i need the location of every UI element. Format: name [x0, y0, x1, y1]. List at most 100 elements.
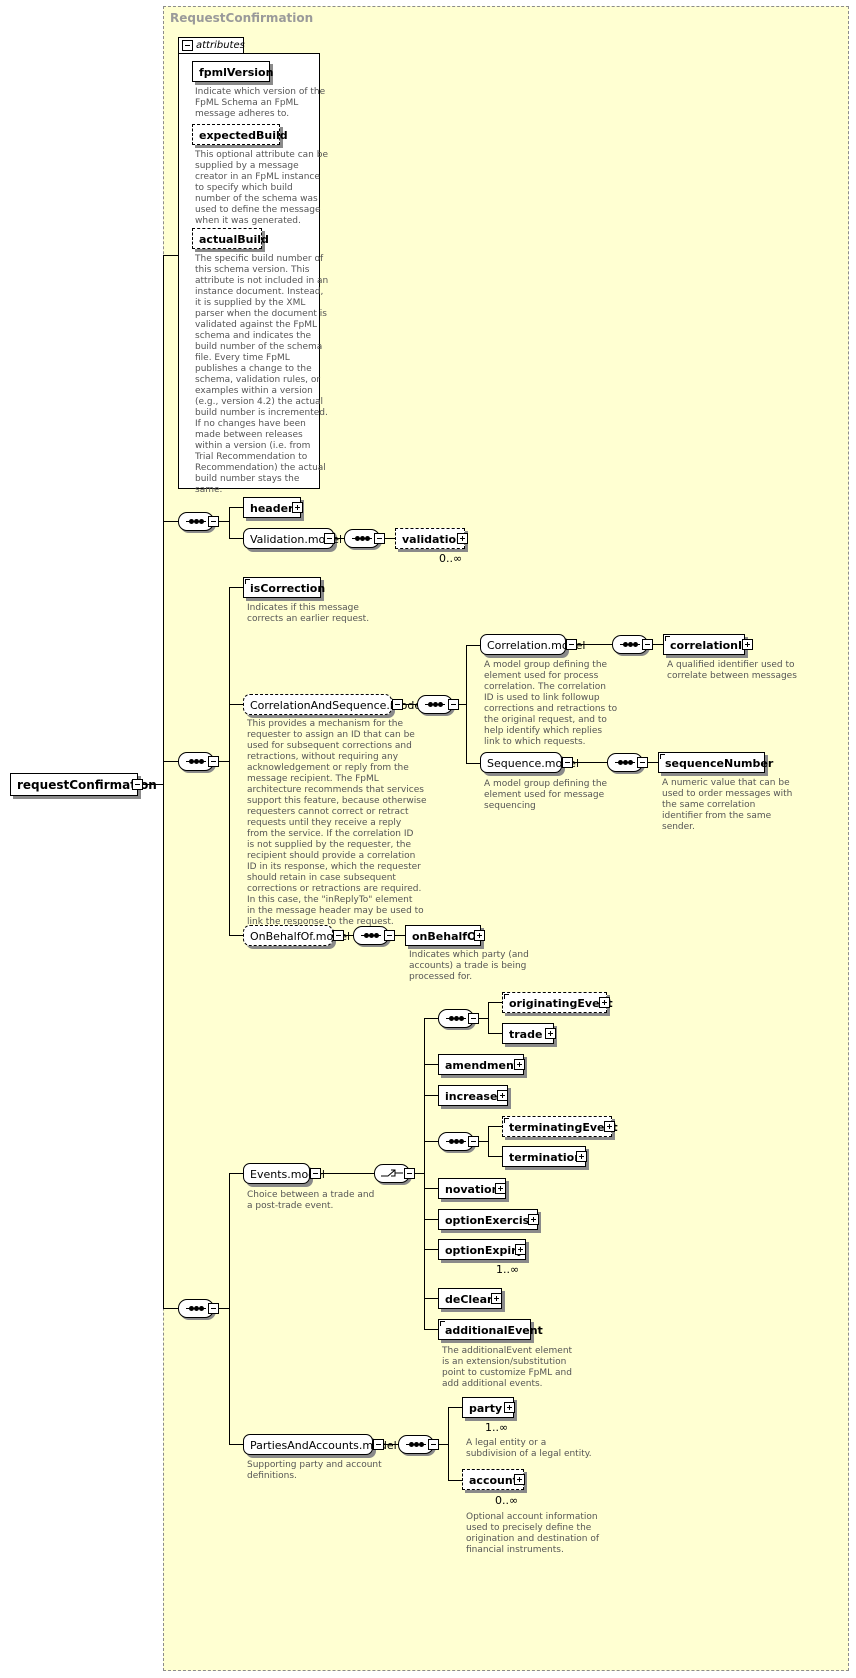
expand-toggle-icon[interactable] [504, 1402, 515, 1413]
element-increase[interactable]: increase [438, 1085, 508, 1106]
collapse-toggle-icon[interactable] [208, 516, 219, 527]
collapse-toggle-icon[interactable] [566, 639, 577, 650]
collapse-toggle-icon[interactable] [208, 1303, 219, 1314]
connector [384, 1444, 398, 1445]
collapse-toggle-icon[interactable] [373, 1439, 384, 1450]
multiplicity: 1..∞ [485, 1421, 509, 1434]
element-termination[interactable]: termination [502, 1146, 586, 1167]
expand-toggle-icon[interactable] [497, 1090, 508, 1101]
multiplicity: 0..∞ [495, 1494, 519, 1507]
element-label: onBehalfOf [412, 930, 482, 943]
collapse-toggle-icon[interactable] [132, 779, 143, 790]
connector [415, 1173, 424, 1174]
group-correlation-model[interactable]: Correlation.model [480, 634, 585, 655]
element-label: optionExercise [445, 1214, 537, 1227]
expand-toggle-icon[interactable] [599, 997, 610, 1008]
collapse-toggle-icon[interactable] [374, 533, 385, 544]
group-sequence-model[interactable]: Sequence.model [480, 752, 579, 773]
group-correlation-and-sequence-model[interactable]: CorrelationAndSequence.model [243, 694, 424, 715]
expand-toggle-icon[interactable] [545, 1028, 556, 1039]
expand-toggle-icon[interactable] [491, 1293, 502, 1304]
connector [403, 704, 417, 705]
element-amendment[interactable]: amendment [438, 1054, 524, 1075]
expand-toggle-icon[interactable] [576, 1151, 587, 1162]
expand-toggle-icon[interactable] [474, 930, 485, 941]
element-label: validation [402, 533, 464, 546]
expand-toggle-icon[interactable] [292, 502, 303, 513]
connector [229, 587, 243, 588]
element-optionExercise[interactable]: optionExercise [438, 1209, 538, 1230]
attributes-tab[interactable]: attributes [178, 37, 245, 53]
connector [424, 1329, 438, 1330]
element-doc: Indicates which party (and accounts) a t… [409, 950, 529, 982]
element-isCorrection[interactable]: isCorrection [243, 577, 325, 598]
element-novation[interactable]: novation [438, 1178, 506, 1199]
attribute-actualBuild[interactable]: actualBuild [192, 228, 269, 249]
attribute-label: actualBuild [199, 233, 269, 246]
collapse-toggle-icon[interactable] [562, 757, 573, 768]
connector [424, 1018, 438, 1019]
collapse-toggle-icon[interactable] [310, 1168, 321, 1179]
attributes-label: attributes [196, 40, 245, 51]
element-label: terminatingEvent [509, 1121, 618, 1134]
collapse-toggle-icon[interactable] [182, 40, 193, 51]
collapse-toggle-icon[interactable] [384, 930, 395, 941]
group-parties-and-accounts-model[interactable]: PartiesAndAccounts.model [243, 1434, 397, 1455]
connector [229, 1173, 243, 1174]
attribute-fpmlVersion[interactable]: fpmlVersion [192, 61, 273, 82]
element-sequenceNumber[interactable]: sequenceNumber [658, 752, 773, 773]
annotation-icon [245, 579, 250, 584]
connector [229, 1444, 243, 1445]
group-doc: Choice between a trade and a post-trade … [247, 1190, 375, 1211]
group-doc: This provides a mechanism for the reques… [247, 719, 427, 927]
connector [229, 507, 243, 508]
collapse-toggle-icon[interactable] [448, 699, 459, 710]
collapse-toggle-icon[interactable] [324, 533, 335, 544]
expand-toggle-icon[interactable] [514, 1059, 525, 1070]
collapse-toggle-icon[interactable] [468, 1013, 479, 1024]
collapse-toggle-icon[interactable] [637, 757, 648, 768]
connector [424, 1219, 438, 1220]
element-label: deClear [445, 1293, 493, 1306]
element-label: increase [445, 1090, 498, 1103]
element-trade[interactable]: trade [502, 1023, 554, 1044]
element-label: party [469, 1402, 503, 1415]
expand-toggle-icon[interactable] [604, 1121, 615, 1132]
root-element[interactable]: requestConfirmation [10, 773, 157, 796]
collapse-toggle-icon[interactable] [333, 930, 344, 941]
element-additionalEvent[interactable]: additionalEvent [438, 1319, 543, 1340]
expand-toggle-icon[interactable] [495, 1183, 506, 1194]
expand-toggle-icon[interactable] [514, 1474, 525, 1485]
element-onBehalfOf[interactable]: onBehalfOf [405, 925, 481, 946]
connector [488, 1141, 489, 1156]
expand-toggle-icon[interactable] [528, 1214, 539, 1225]
group-on-behalf-of-model[interactable]: OnBehalfOf.model [243, 925, 350, 946]
connector [344, 935, 353, 936]
expand-toggle-icon[interactable] [742, 639, 753, 650]
group-events-model[interactable]: Events.model [243, 1163, 325, 1184]
element-deClear[interactable]: deClear [438, 1288, 502, 1309]
expand-toggle-icon[interactable] [457, 533, 468, 544]
collapse-toggle-icon[interactable] [404, 1168, 415, 1179]
collapse-toggle-icon[interactable] [428, 1439, 439, 1450]
element-optionExpiry[interactable]: optionExpiry [438, 1239, 526, 1260]
optional-connector [488, 1002, 489, 1018]
element-header[interactable]: header [243, 497, 301, 518]
group-validation-model[interactable]: Validation.model [243, 528, 342, 549]
element-terminatingEvent[interactable]: terminatingEvent [502, 1116, 618, 1137]
expand-toggle-icon[interactable] [515, 1244, 526, 1255]
element-validation[interactable]: validation [395, 528, 465, 549]
group-doc: Supporting party and account definitions… [247, 1460, 382, 1481]
element-account[interactable]: account [462, 1469, 524, 1490]
optional-connector [488, 1126, 489, 1141]
collapse-toggle-icon[interactable] [468, 1136, 479, 1147]
collapse-toggle-icon[interactable] [642, 639, 653, 650]
collapse-toggle-icon[interactable] [208, 756, 219, 767]
collapse-toggle-icon[interactable] [392, 699, 403, 710]
group-label: CorrelationAndSequence.model [250, 699, 425, 712]
element-originatingEvent[interactable]: originatingEvent [502, 992, 613, 1013]
attribute-expectedBuild[interactable]: expectedBuild [192, 124, 288, 145]
multiplicity: 1..∞ [496, 1263, 520, 1276]
connector [424, 1064, 438, 1065]
element-correlationId[interactable]: correlationId [663, 634, 750, 655]
